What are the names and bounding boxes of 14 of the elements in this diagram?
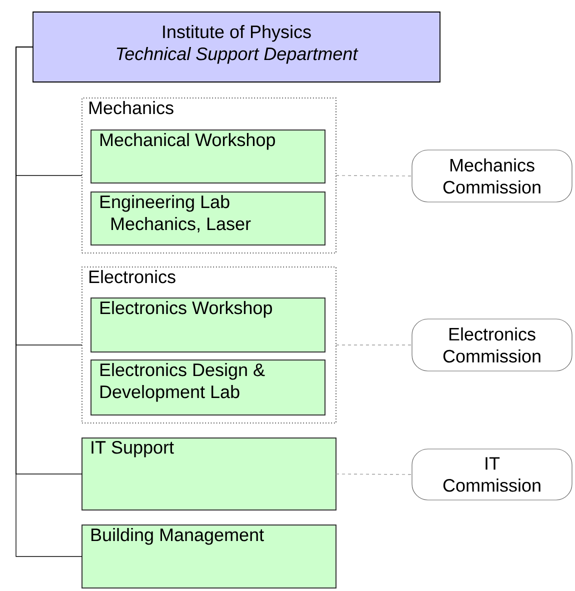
commission-box: Electronics Commission	[412, 318, 572, 372]
unit-box: IT Support	[82, 438, 336, 510]
unit-box: Mechanical Workshop	[90, 130, 326, 184]
department-box: Institute of Physics Technical Support Department	[32, 12, 440, 82]
dashed-connector	[336, 344, 412, 346]
unit-box: Electronics Design & Development Lab	[90, 360, 326, 416]
tree-connector	[16, 46, 82, 557]
commission-box: IT Commission	[412, 448, 572, 500]
unit-box: Engineering Lab Mechanics, Laser	[90, 192, 326, 246]
commission-box: Mechanics Commission	[412, 150, 572, 202]
unit-box: Building Management	[82, 524, 336, 588]
dashed-connector	[336, 175, 412, 176]
unit-box: Electronics Workshop	[90, 298, 326, 352]
dashed-connector	[336, 474, 412, 475]
